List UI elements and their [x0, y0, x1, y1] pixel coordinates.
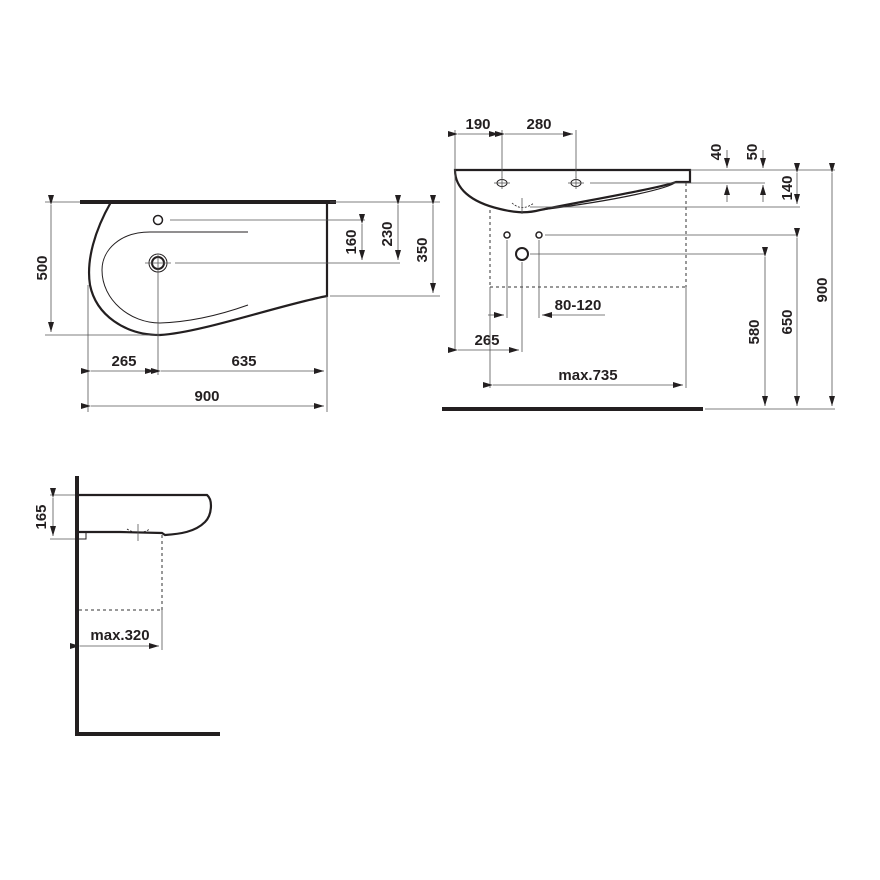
- dim-basin-height: 140: [779, 175, 796, 200]
- dim-wall-to-right-edge: 350: [414, 237, 431, 262]
- basin-side-outline: [79, 493, 212, 537]
- waste-outlet-icon: [515, 247, 529, 261]
- bracket-icon: [79, 531, 87, 540]
- dim-pedestal-max-depth: max.320: [90, 627, 149, 644]
- dim-pedestal-max-width: max.735: [558, 367, 617, 384]
- basin-front-outline: [453, 168, 692, 214]
- tap-hole-left-icon: [494, 177, 510, 189]
- basin-outline: [88, 201, 329, 337]
- dim-left-to-drain: 265: [111, 353, 136, 370]
- bowl-inner-outline: [101, 231, 249, 324]
- drain-outlet-icon: [511, 202, 535, 208]
- dim-front-left-to-drain: 265: [474, 332, 499, 349]
- supply-right-icon: [535, 231, 543, 239]
- side-view: 165 max.320: [33, 476, 220, 736]
- dim-rim-to-overflow: 50: [744, 144, 761, 161]
- dim-rim-height: 900: [814, 277, 831, 302]
- basin-underside-line: [539, 181, 677, 211]
- dim-rim-to-tap-axis: 40: [708, 144, 725, 161]
- dim-supply-spacing: 80-120: [555, 297, 602, 314]
- dim-depth-total: 500: [34, 255, 51, 280]
- dim-supply-height: 650: [779, 309, 796, 334]
- tap-hole-icon: [152, 214, 164, 226]
- tap-hole-right-icon: [568, 177, 584, 189]
- supply-left-icon: [503, 231, 511, 239]
- top-view: 500 265 635 900 160 230 350: [34, 195, 440, 412]
- dim-width-total: 900: [194, 388, 219, 405]
- dim-wall-to-drain: 230: [379, 221, 396, 246]
- dim-tap-spacing: 280: [526, 116, 551, 133]
- dim-drain-to-right: 635: [231, 353, 256, 370]
- dim-left-to-tap: 190: [465, 116, 490, 133]
- dim-basin-depth: 165: [33, 504, 50, 529]
- dim-tap-to-drain: 160: [343, 229, 360, 254]
- dim-drain-height: 580: [746, 319, 763, 344]
- front-view: 190 280 40 50 140 80-120 265 max.735 580…: [442, 116, 835, 411]
